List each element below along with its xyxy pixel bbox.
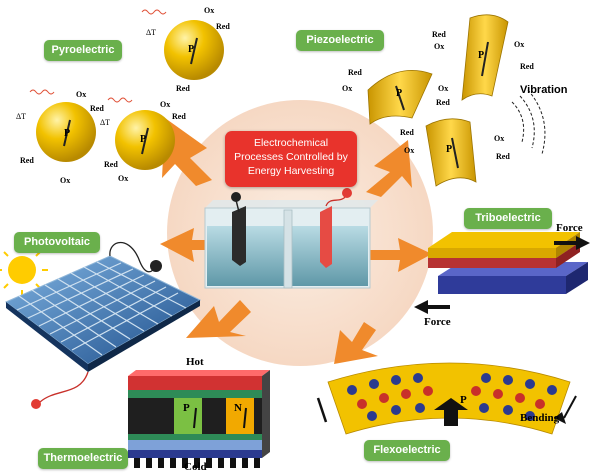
n-leg bbox=[226, 398, 254, 434]
pyro-red-3: Red bbox=[172, 112, 186, 121]
arrow-bottom-left bbox=[186, 300, 251, 338]
bending-label: Bending bbox=[520, 412, 560, 424]
thermoelectric-tag: Thermoelectric bbox=[38, 448, 128, 469]
pyro-red-1: Red bbox=[90, 104, 104, 113]
pyro-ox-2: Ox bbox=[60, 176, 71, 185]
piezo-red-1: Red bbox=[432, 30, 446, 39]
pyro-p-label-3: P bbox=[188, 44, 195, 55]
force-label-right: Force bbox=[556, 222, 583, 234]
pyro-sphere-1 bbox=[36, 102, 96, 162]
arrow-top-right bbox=[366, 140, 412, 197]
pyro-delta-t-2: ΔT bbox=[100, 118, 111, 127]
pyro-red-5: Red bbox=[216, 22, 230, 31]
vibration-label: Vibration bbox=[520, 84, 568, 96]
piezo-red-2: Red bbox=[520, 62, 534, 71]
piezo-ox-1: Ox bbox=[434, 42, 445, 51]
n-leg-label: N bbox=[234, 402, 242, 414]
black-electrode bbox=[232, 206, 246, 266]
force-label-left: Force bbox=[424, 316, 451, 328]
piezo-p-label-1: P bbox=[478, 50, 485, 61]
pyro-ox-3: Ox bbox=[160, 100, 171, 109]
thermo-device bbox=[128, 370, 270, 468]
arrow-left bbox=[160, 228, 228, 262]
piezo-red-4: Red bbox=[436, 98, 450, 107]
triboelectric-tag: Triboelectric bbox=[464, 208, 552, 229]
piezo-ox-2: Ox bbox=[514, 40, 525, 49]
pyro-ox-1: Ox bbox=[76, 90, 87, 99]
piezo-ox-3: Ox bbox=[342, 84, 353, 93]
pyro-delta-t-3: ΔT bbox=[146, 28, 157, 37]
flexo-charges bbox=[347, 373, 557, 421]
pyro-p-label-1: P bbox=[64, 128, 71, 139]
pyro-ox-4: Ox bbox=[118, 174, 129, 183]
pyroelectric-tag: Pyroelectric bbox=[44, 40, 122, 61]
vibration-arcs bbox=[511, 89, 546, 155]
center-title-line-3: Energy Harvesting bbox=[247, 165, 335, 177]
p-leg-label: P bbox=[183, 402, 190, 414]
piezoelectric-tag: Piezoelectric bbox=[296, 30, 384, 51]
heat-waves bbox=[29, 9, 167, 103]
center-title-line-2: Processes Controlled by bbox=[234, 151, 348, 163]
flexo-p-label: P bbox=[460, 394, 467, 406]
piezo-red-6: Red bbox=[496, 152, 510, 161]
p-leg bbox=[174, 398, 202, 434]
pyro-p-label-2: P bbox=[140, 134, 147, 145]
solar-panel bbox=[5, 242, 202, 409]
center-title: Electrochemical Processes Controlled by … bbox=[225, 131, 357, 187]
red-electrode bbox=[320, 206, 332, 268]
cold-label: Cold bbox=[184, 461, 207, 473]
electrochemical-cell bbox=[204, 188, 378, 289]
pyro-red-2: Red bbox=[20, 156, 34, 165]
photovoltaic-tag: Photovoltaic bbox=[14, 232, 100, 253]
arrow-bottom-right bbox=[334, 322, 378, 364]
flexoelectric-tag: Flexoelectric bbox=[364, 440, 450, 461]
piezo-p-label-3: P bbox=[446, 144, 453, 155]
piezo-red-3: Red bbox=[348, 68, 362, 77]
piezo-red-5: Red bbox=[400, 128, 414, 137]
pyro-sphere-3 bbox=[164, 20, 224, 80]
piezo-ox-4: Ox bbox=[438, 84, 449, 93]
hot-label: Hot bbox=[186, 356, 204, 368]
piezo-p-label-2: P bbox=[396, 88, 403, 99]
pyro-ox-5: Ox bbox=[204, 6, 215, 15]
pyro-red-4: Red bbox=[104, 160, 118, 169]
piezo-bars bbox=[367, 14, 509, 187]
piezo-bar-3 bbox=[425, 118, 477, 187]
center-title-line-1: Electrochemical bbox=[253, 137, 329, 149]
tribo-layers bbox=[414, 232, 590, 314]
piezo-ox-5: Ox bbox=[404, 146, 415, 155]
arrow-right bbox=[366, 238, 432, 272]
pyro-red-6: Red bbox=[176, 84, 190, 93]
pyro-sphere-2 bbox=[115, 110, 175, 170]
pyro-delta-t-1: ΔT bbox=[16, 112, 27, 121]
piezo-ox-6: Ox bbox=[494, 134, 505, 143]
